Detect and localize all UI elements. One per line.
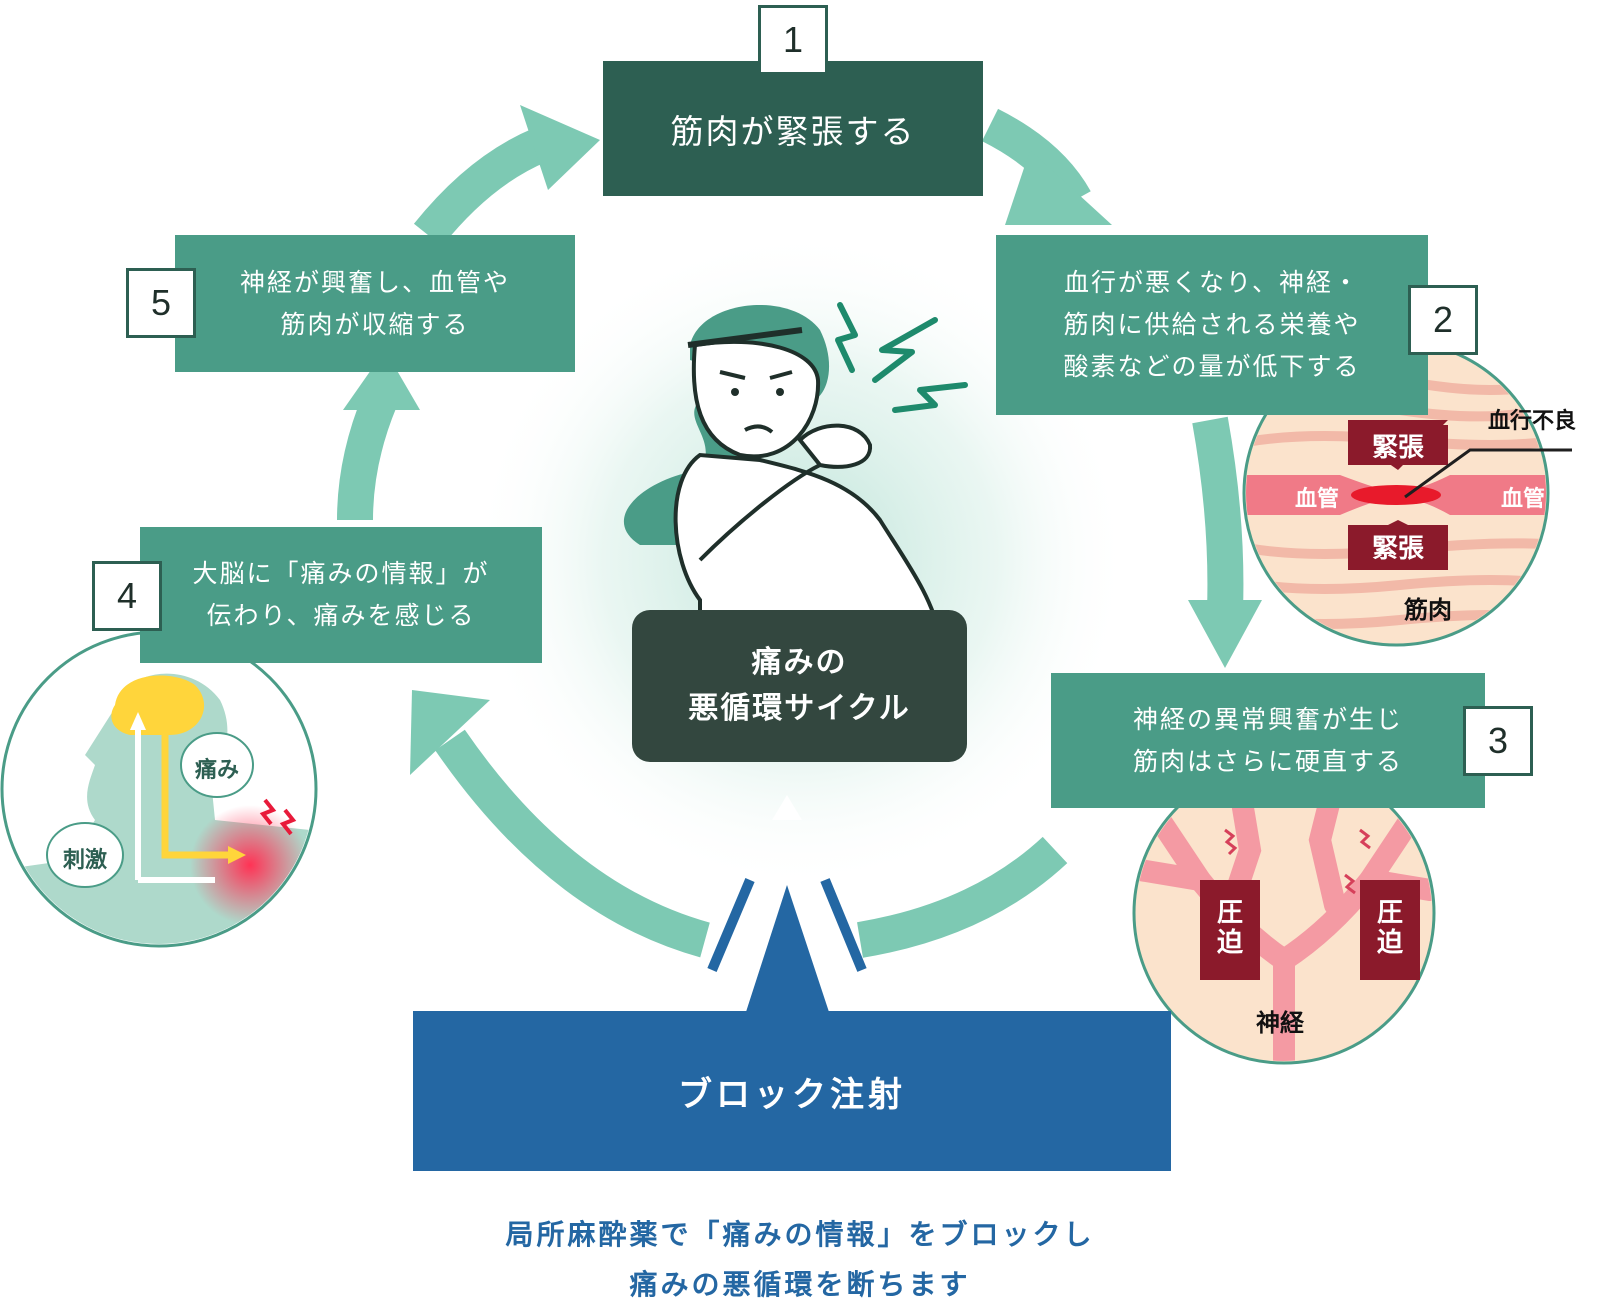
tension-top-label: 緊張 (1371, 433, 1424, 463)
face (691, 339, 821, 459)
pain-bubble-label: 痛み (194, 758, 239, 783)
tension-arrows (1348, 420, 1448, 570)
break-line-left (707, 878, 755, 972)
step-3-number: 3 (1463, 706, 1533, 776)
arrowhead-icon (1188, 600, 1262, 668)
stimulus-bubble (46, 822, 124, 888)
muscle-inset (1242, 339, 1572, 647)
pointer-notch (772, 795, 802, 820)
step-4-box: 大脳に「痛みの情報」が 伝わり、痛みを感じる (140, 527, 542, 663)
pain-signal-path (161, 725, 228, 859)
arrow-heads (343, 105, 1262, 775)
arrow-4-to-5 (337, 393, 397, 521)
stimulus-bubble-label: 刺激 (62, 848, 107, 873)
break-line-right (820, 878, 867, 972)
arrowhead-icon (343, 350, 420, 410)
arrowhead-icon (410, 690, 490, 775)
callout-line (1404, 448, 1572, 499)
vessel-left-label: 血管 (1294, 487, 1339, 512)
step-3-box: 神経の異常興奮が生じ 筋肉はさらに硬直する (1051, 673, 1485, 808)
nerve-inset (1132, 761, 1436, 1065)
block-injection-label: ブロック注射 (678, 1074, 906, 1115)
step-5-box: 神経が興奮し、血管や 筋肉が収縮する (175, 235, 575, 372)
pain-zigzag-icon (835, 302, 968, 413)
step-1-number: 1 (758, 5, 828, 75)
arm (698, 463, 821, 562)
arrowhead-icon (1005, 150, 1112, 225)
step-4-number: 4 (92, 561, 162, 631)
block-arrow-head (745, 885, 830, 1015)
nerve-label: 神経 (1256, 1009, 1304, 1037)
hand-on-shoulder (797, 423, 873, 469)
caption-line-1: 局所麻酔薬で「痛みの情報」をブロックし (505, 1218, 1095, 1251)
arrow-3-to-block (856, 836, 1068, 958)
eye-right (776, 388, 784, 396)
muscle-label: 筋肉 (1404, 596, 1452, 624)
shoulder-zigzag-icon (259, 798, 297, 836)
brain-inset (0, 630, 318, 948)
center-line-2: 悪循環サイクル (688, 691, 911, 726)
step-1-box: 筋肉が緊張する (603, 61, 983, 196)
tension-bottom-label: 緊張 (1371, 534, 1424, 564)
poor-circulation-label: 血行不良 (1488, 409, 1577, 434)
center-cycle-label: 痛みの 悪循環サイクル (632, 610, 967, 762)
block-injection-box: ブロック注射 (413, 1011, 1171, 1171)
arrow-5-to-1 (413, 128, 548, 247)
pressure-right-label: 圧迫 (1376, 898, 1403, 958)
center-line-1: 痛みの (751, 645, 848, 680)
arrow-2-to-3 (1192, 416, 1244, 611)
hair-band (687, 327, 803, 348)
pressure-right-block (1360, 880, 1420, 980)
step-1-text: 筋肉が緊張する (670, 111, 916, 151)
step-2-box: 血行が悪くなり、神経・ 筋肉に供給される栄養や 酸素などの量が低下する (996, 235, 1428, 415)
arrowhead-icon (520, 105, 600, 190)
step-2-number: 2 (1408, 285, 1478, 355)
eyebrow-left (719, 370, 746, 380)
pressure-left-block (1200, 880, 1260, 980)
shoulder-pain-glow (190, 805, 310, 925)
step-4-text: 大脳に「痛みの情報」が 伝わり、痛みを感じる (192, 559, 490, 630)
block-arrow (707, 795, 867, 1015)
vessel-right-label: 血管 (1500, 487, 1545, 512)
body (673, 452, 943, 642)
mouth (744, 424, 774, 434)
step-5-number: 5 (126, 268, 196, 338)
nerve-zigzag-icon (1224, 828, 1371, 895)
eye-left (731, 388, 739, 396)
step-5-text: 神経が興奮し、血管や 筋肉が収縮する (239, 267, 510, 339)
pressure-left-label: 圧迫 (1216, 898, 1243, 958)
step-3-text: 神経の異常興奮が生じ 筋肉はさらに硬直する (1132, 704, 1403, 776)
arrow-block-to-4 (435, 729, 710, 958)
pain-bubble (180, 732, 254, 798)
eyebrow-right (769, 370, 793, 380)
constriction (1351, 485, 1441, 505)
caption-line-2: 痛みの悪循環を断ちます (629, 1268, 971, 1301)
step-2-text: 血行が悪くなり、神経・ 筋肉に供給される栄養や 酸素などの量が低下する (1063, 268, 1361, 381)
person-illustration (623, 304, 943, 642)
